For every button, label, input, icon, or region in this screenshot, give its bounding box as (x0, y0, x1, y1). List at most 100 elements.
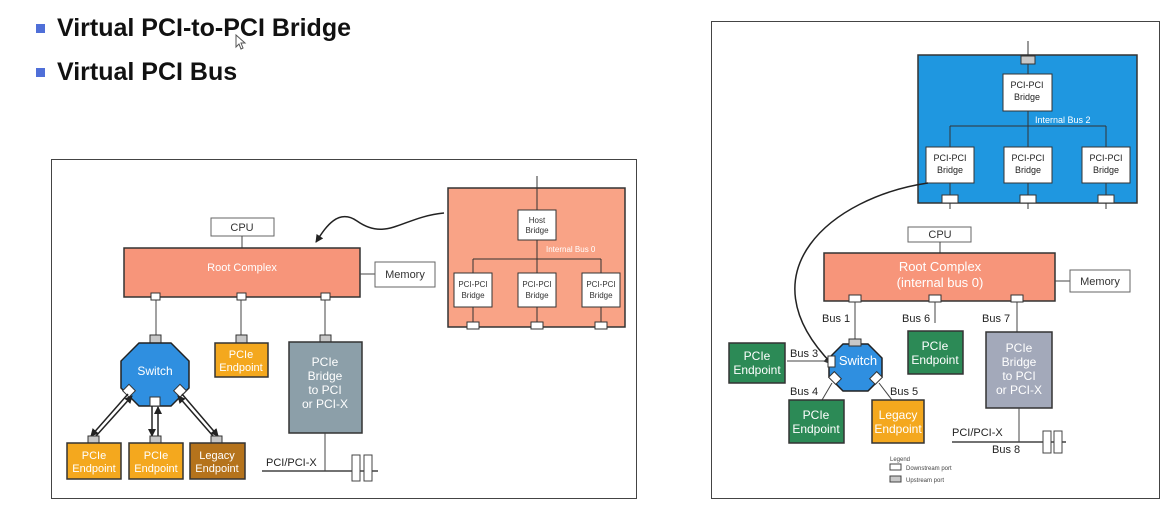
right-diagram-panel: PCI-PCI Bridge Internal Bus 2 PCI-PCI Br… (711, 21, 1160, 499)
downstream-port (149, 396, 161, 407)
svg-text:to PCI: to PCI (308, 383, 341, 397)
bullet-square-icon (36, 23, 45, 33)
downstream-port (121, 383, 137, 398)
bus-label: Bus 5 (890, 386, 918, 398)
svg-text:to PCI: to PCI (1002, 369, 1035, 383)
svg-text:Endpoint: Endpoint (874, 422, 922, 436)
svg-text:PCIe: PCIe (922, 339, 949, 353)
svg-text:Legend: Legend (890, 457, 910, 463)
pcie-endpoint: PCIe Endpoint (66, 442, 122, 480)
link-line (878, 382, 893, 401)
svg-text:Bridge: Bridge (1015, 165, 1041, 175)
pcie-endpoint: PCIe Endpoint (788, 399, 845, 444)
svg-text:PCIe: PCIe (744, 349, 771, 363)
svg-text:Bridge: Bridge (1014, 92, 1040, 102)
svg-text:Bridge: Bridge (461, 291, 485, 300)
upstream-port (149, 334, 162, 344)
pci-slot-icon (1042, 430, 1063, 454)
bullet-item: Virtual PCI Bus (36, 50, 351, 94)
root-complex: Root Complex (internal bus 0) (823, 252, 1056, 302)
upstream-port (235, 334, 248, 344)
zoom-arrow (315, 212, 445, 243)
svg-text:PCI-PCI: PCI-PCI (933, 153, 966, 163)
svg-text:CPU: CPU (928, 229, 951, 241)
svg-text:PCI-PCI: PCI-PCI (522, 280, 551, 289)
svg-text:PCIe: PCIe (1006, 341, 1033, 355)
left-diagram-panel: CPU Root Complex Memory Switch PCIe Endp… (51, 159, 637, 499)
bullet-list: Virtual PCI-to-PCI Bridge Virtual PCI Bu… (36, 6, 351, 94)
downstream-port (1097, 194, 1115, 204)
bullet-item: Virtual PCI-to-PCI Bridge (36, 6, 351, 50)
svg-text:(internal bus 0): (internal bus 0) (897, 275, 984, 290)
svg-text:Downstream port: Downstream port (906, 466, 952, 472)
svg-text:PCI-PCI: PCI-PCI (1011, 153, 1044, 163)
cpu-box: CPU (210, 217, 275, 237)
downstream-port (1019, 194, 1037, 204)
svg-text:PCIe: PCIe (82, 450, 106, 462)
svg-text:Root Complex: Root Complex (899, 259, 982, 274)
root-complex-detail-inset: Host Bridge Internal Bus 0 PCI-PCI Bridg… (447, 176, 626, 330)
cpu-box: CPU (907, 226, 972, 243)
svg-text:Endpoint: Endpoint (134, 463, 177, 475)
zoom-arrow (794, 182, 929, 365)
downstream-port (868, 370, 884, 386)
svg-text:Bridge: Bridge (937, 165, 963, 175)
svg-text:PCIe: PCIe (803, 408, 830, 422)
downstream-port (827, 370, 843, 386)
svg-text:Bridge: Bridge (308, 369, 343, 383)
link-arrow (90, 393, 129, 437)
downstream-port (848, 294, 862, 303)
svg-text:PCIe: PCIe (312, 355, 339, 369)
downstream-port (941, 194, 959, 204)
svg-text:Endpoint: Endpoint (219, 362, 262, 374)
downstream-port (827, 355, 836, 368)
cpu-label: CPU (230, 222, 253, 234)
root-complex-label: Root Complex (207, 262, 277, 274)
link-arrow (177, 395, 214, 437)
svg-text:PCI-PCI: PCI-PCI (458, 280, 487, 289)
memory-label: Memory (385, 269, 425, 281)
bullet-square-icon (36, 67, 45, 77)
pcie-endpoint: PCIe Endpoint (214, 342, 269, 378)
legend: Legend Downstream port Upstream port (889, 457, 952, 484)
link-arrow (95, 395, 133, 437)
switch-internal-detail: PCI-PCI Bridge Internal Bus 2 PCI-PCI Br… (917, 41, 1138, 209)
svg-text:Endpoint: Endpoint (911, 353, 959, 367)
pci-slot-icon (351, 454, 373, 482)
switch-label: Switch (137, 364, 172, 378)
link-arrow (181, 393, 219, 437)
svg-text:Bridge: Bridge (589, 291, 613, 300)
root-complex: Root Complex (123, 247, 361, 298)
svg-text:Legacy: Legacy (879, 408, 918, 422)
pcie-endpoint: PCIe Endpoint (907, 330, 964, 375)
bus-label: Bus 3 (790, 348, 818, 360)
svg-text:or PCI-X: or PCI-X (996, 383, 1042, 397)
svg-text:Bridge: Bridge (1093, 165, 1119, 175)
downstream-port (928, 294, 942, 303)
svg-text:PCI-PCI: PCI-PCI (1010, 80, 1043, 90)
pcie-to-pci-bridge: PCIe Bridge to PCI or PCI-X (985, 331, 1053, 409)
svg-text:Memory: Memory (1080, 276, 1120, 288)
mouse-cursor-icon (235, 34, 247, 50)
internal-bus-label: Internal Bus 0 (546, 245, 596, 254)
bus-label: Bus 1 (822, 313, 850, 325)
svg-text:Endpoint: Endpoint (733, 363, 781, 377)
svg-text:Bridge: Bridge (525, 226, 549, 235)
svg-text:PCIe: PCIe (144, 450, 168, 462)
svg-text:PCIe: PCIe (229, 349, 253, 361)
switch-node: Switch (828, 343, 883, 392)
bullet-text: Virtual PCI-to-PCI Bridge (57, 13, 352, 42)
svg-text:or PCI-X: or PCI-X (302, 397, 348, 411)
upstream-port-swatch (889, 475, 902, 483)
switch-node: Switch (120, 342, 190, 407)
memory-box: Memory (1069, 269, 1131, 293)
svg-text:Legacy: Legacy (199, 450, 235, 462)
downstream-port (1010, 294, 1024, 303)
bullet-text: Virtual PCI Bus (57, 57, 238, 86)
legacy-endpoint: Legacy Endpoint (871, 399, 925, 444)
bus-label: Bus 4 (790, 386, 818, 398)
downstream-port-swatch (889, 463, 902, 471)
pcie-endpoint: PCIe Endpoint (128, 442, 184, 480)
upstream-port (1020, 55, 1036, 65)
svg-text:Switch: Switch (839, 353, 877, 368)
